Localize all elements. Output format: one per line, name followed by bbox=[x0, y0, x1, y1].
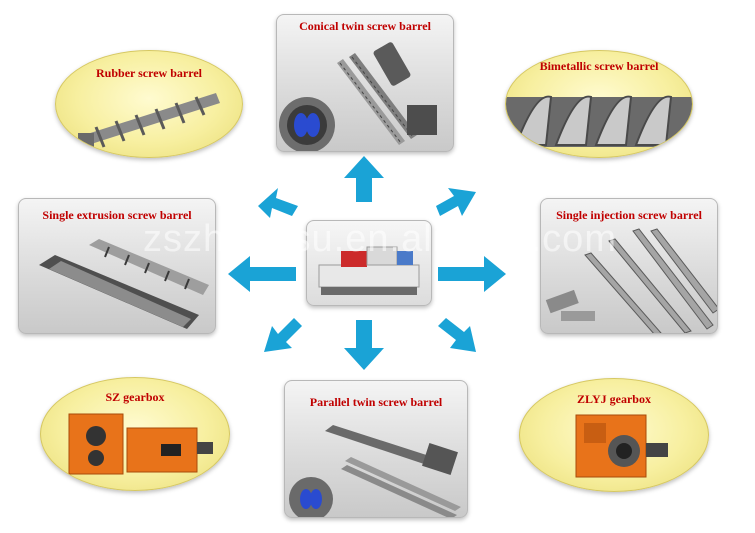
zlyj-gearbox-label: ZLYJ gearbox bbox=[577, 392, 651, 406]
parallel-twin-screw-label: Parallel twin screw barrel bbox=[309, 395, 443, 409]
sz-gearbox-image bbox=[68, 413, 213, 475]
conical-twin-screw-label: Conical twin screw barrel bbox=[299, 19, 431, 33]
rubber-screw-panel: Rubber screw barrel bbox=[55, 50, 243, 158]
zlyj-gearbox-image bbox=[575, 414, 668, 478]
single-injection-screw-image bbox=[545, 228, 717, 333]
arrow-up-right-icon bbox=[436, 188, 476, 216]
arrow-up-icon bbox=[344, 156, 384, 202]
parallel-twin-screw-image bbox=[289, 425, 461, 517]
sz-gearbox-label: SZ gearbox bbox=[105, 390, 165, 404]
single-injection-screw-panel: Single injection screw barrel bbox=[540, 198, 718, 334]
injection-machine-panel bbox=[306, 220, 432, 306]
single-injection-screw-label: Single injection screw barrel bbox=[556, 208, 702, 222]
single-extrusion-screw-label: Single extrusion screw barrel bbox=[42, 208, 192, 222]
single-extrusion-screw-panel: Single extrusion screw barrel bbox=[18, 198, 216, 334]
zlyj-gearbox-panel: ZLYJ gearbox bbox=[519, 378, 709, 492]
bimetallic-screw-panel: Bimetallic screw barrel bbox=[505, 50, 693, 158]
arrow-down-icon bbox=[344, 320, 384, 370]
bimetallic-screw-label: Bimetallic screw barrel bbox=[539, 59, 659, 73]
arrow-down-right-icon bbox=[438, 318, 476, 352]
parallel-twin-screw-panel: Parallel twin screw barrel bbox=[284, 380, 468, 518]
arrow-up-left-icon bbox=[258, 188, 298, 218]
rubber-screw-image bbox=[78, 93, 220, 148]
sz-gearbox-panel: SZ gearbox bbox=[40, 377, 230, 491]
injection-machine-image bbox=[318, 246, 420, 295]
rubber-screw-label: Rubber screw barrel bbox=[96, 66, 202, 80]
arrow-right-icon bbox=[438, 256, 506, 292]
conical-twin-screw-image bbox=[279, 42, 437, 151]
arrow-left-icon bbox=[228, 256, 296, 292]
conical-twin-screw-panel: Conical twin screw barrel bbox=[276, 14, 454, 152]
bimetallic-screw-image bbox=[506, 95, 692, 147]
arrow-down-left-icon bbox=[264, 318, 302, 352]
single-extrusion-screw-image bbox=[39, 239, 209, 329]
